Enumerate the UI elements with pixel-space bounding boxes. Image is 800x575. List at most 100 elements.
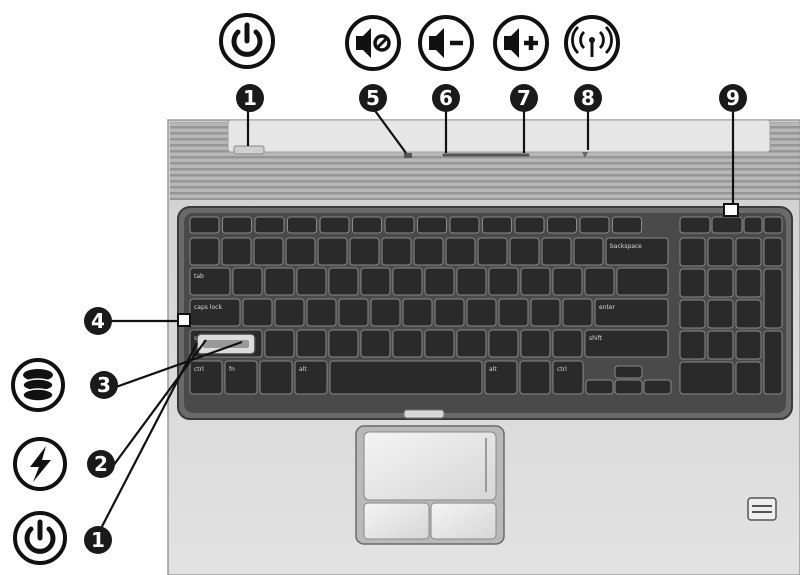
function-key[interactable]	[764, 217, 782, 233]
letter-key[interactable]	[403, 299, 432, 326]
number-key[interactable]	[574, 238, 603, 265]
letter-key[interactable]	[489, 268, 518, 295]
number-key[interactable]	[318, 238, 347, 265]
numpad-key[interactable]	[736, 238, 761, 266]
numpad-key[interactable]	[680, 331, 705, 359]
letter-key[interactable]	[275, 299, 304, 326]
letter-key[interactable]	[265, 268, 294, 295]
number-key[interactable]	[222, 238, 251, 265]
letter-key[interactable]	[297, 330, 326, 357]
letter-key[interactable]	[457, 268, 486, 295]
function-key[interactable]	[744, 217, 762, 233]
enter-key[interactable]: enter	[595, 299, 668, 326]
numpad-minus-key[interactable]	[764, 238, 782, 266]
alt-gr-key[interactable]: alt	[485, 361, 517, 394]
up-arrow-key[interactable]	[615, 366, 642, 378]
ctrl-key[interactable]: ctrl	[553, 361, 583, 394]
function-key[interactable]	[418, 217, 447, 233]
numpad-zero-key[interactable]	[680, 362, 733, 394]
numpad-plus-key[interactable]	[764, 269, 782, 328]
number-key[interactable]	[414, 238, 443, 265]
letter-key[interactable]	[563, 299, 592, 326]
touchpad-right-button[interactable]	[431, 503, 496, 539]
windows-key[interactable]	[260, 361, 292, 394]
number-key[interactable]	[446, 238, 475, 265]
numpad-key[interactable]	[708, 331, 733, 359]
letter-key[interactable]	[297, 268, 326, 295]
numpad-dot-key[interactable]	[736, 362, 761, 394]
letter-key[interactable]	[435, 299, 464, 326]
letter-key[interactable]	[307, 299, 336, 326]
letter-key[interactable]	[339, 299, 368, 326]
letter-key[interactable]	[425, 268, 454, 295]
letter-key[interactable]	[521, 268, 550, 295]
caps-lock-key[interactable]: caps lock	[190, 299, 240, 326]
letter-key[interactable]	[361, 330, 390, 357]
numpad-key[interactable]	[680, 238, 705, 266]
letter-key[interactable]	[553, 268, 582, 295]
letter-key[interactable]	[457, 330, 486, 357]
letter-key[interactable]	[393, 330, 422, 357]
function-key[interactable]	[483, 217, 512, 233]
numpad-enter-key[interactable]	[764, 331, 782, 394]
letter-key[interactable]	[243, 299, 272, 326]
letter-key[interactable]	[393, 268, 422, 295]
letter-key[interactable]	[425, 330, 454, 357]
numpad-key[interactable]	[708, 238, 733, 266]
function-key[interactable]	[320, 217, 349, 233]
touchpad-left-button[interactable]	[364, 503, 429, 539]
function-key[interactable]	[515, 217, 544, 233]
number-key[interactable]	[510, 238, 539, 265]
number-key[interactable]	[542, 238, 571, 265]
function-key[interactable]	[385, 217, 414, 233]
left-arrow-key[interactable]	[586, 380, 613, 394]
numpad-key[interactable]	[736, 269, 761, 297]
backspace-key[interactable]: backspace	[606, 238, 668, 265]
letter-key[interactable]	[585, 268, 614, 295]
function-key[interactable]	[223, 217, 252, 233]
numpad-key[interactable]	[680, 269, 705, 297]
letter-key[interactable]	[489, 330, 518, 357]
function-key[interactable]	[190, 217, 219, 233]
numpad-key[interactable]	[736, 300, 761, 328]
numpad-key[interactable]	[680, 300, 705, 328]
ctrl-key[interactable]: ctrl	[190, 361, 222, 394]
letter-key[interactable]	[265, 330, 294, 357]
letter-key[interactable]	[329, 330, 358, 357]
numpad-key[interactable]	[708, 269, 733, 297]
right-arrow-key[interactable]	[644, 380, 671, 394]
letter-key[interactable]	[499, 299, 528, 326]
number-key[interactable]	[382, 238, 411, 265]
letter-key[interactable]	[521, 330, 550, 357]
number-key[interactable]	[478, 238, 507, 265]
letter-key[interactable]	[329, 268, 358, 295]
function-key[interactable]	[680, 217, 710, 233]
function-key[interactable]	[255, 217, 284, 233]
function-key[interactable]	[450, 217, 479, 233]
letter-key[interactable]	[553, 330, 582, 357]
space-bar[interactable]	[330, 361, 482, 394]
function-key[interactable]	[548, 217, 577, 233]
letter-key[interactable]	[371, 299, 400, 326]
letter-key[interactable]	[467, 299, 496, 326]
letter-key[interactable]	[531, 299, 560, 326]
backslash-key[interactable]	[617, 268, 668, 295]
function-key[interactable]	[288, 217, 317, 233]
number-key[interactable]	[254, 238, 283, 265]
touchpad[interactable]	[364, 432, 496, 500]
number-key[interactable]	[350, 238, 379, 265]
numpad-key[interactable]	[708, 300, 733, 328]
menu-key[interactable]	[520, 361, 550, 394]
numpad-key[interactable]	[736, 331, 761, 359]
letter-key[interactable]	[361, 268, 390, 295]
right-shift-key[interactable]: shift	[585, 330, 668, 357]
letter-key[interactable]	[233, 268, 262, 295]
tab-key[interactable]: tab	[190, 268, 230, 295]
down-arrow-key[interactable]	[615, 380, 642, 394]
function-key[interactable]	[613, 217, 642, 233]
alt-key[interactable]: alt	[295, 361, 327, 394]
number-key[interactable]	[286, 238, 315, 265]
function-key[interactable]	[353, 217, 382, 233]
function-key[interactable]	[712, 217, 742, 233]
function-key[interactable]	[580, 217, 609, 233]
